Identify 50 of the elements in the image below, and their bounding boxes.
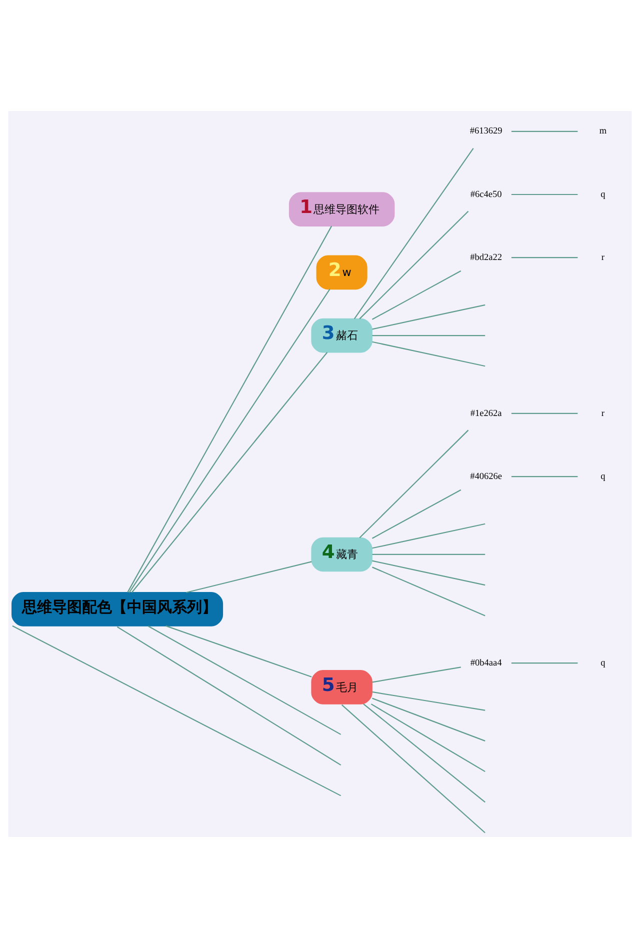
connector xyxy=(372,334,486,336)
node-text: #40626e xyxy=(470,471,502,482)
node-text: #0b4aa4 xyxy=(470,658,502,668)
connector xyxy=(372,566,486,616)
connector xyxy=(372,304,486,330)
connector xyxy=(372,522,486,548)
connector xyxy=(370,703,486,772)
connector xyxy=(372,340,486,366)
connector xyxy=(511,662,578,664)
connector xyxy=(128,288,330,592)
connector xyxy=(359,210,469,319)
node-text: #1e262a xyxy=(470,408,502,418)
connector xyxy=(372,697,486,741)
connector xyxy=(186,560,312,593)
node-text: r xyxy=(601,252,605,262)
node-box: 思维导图配色【中国风系列】 xyxy=(12,592,224,626)
connector xyxy=(166,624,312,677)
connector xyxy=(511,193,578,195)
node-box: 1思维导图软件 xyxy=(288,192,395,226)
node-text: q xyxy=(600,658,606,668)
node-text: q xyxy=(600,189,606,200)
connector xyxy=(511,256,578,258)
connector xyxy=(354,148,474,319)
connector xyxy=(511,412,578,414)
connector xyxy=(116,626,342,766)
connector xyxy=(341,704,486,833)
connector xyxy=(363,702,486,802)
node-text: m xyxy=(599,126,607,136)
connector xyxy=(148,625,342,734)
connector xyxy=(372,666,461,682)
connector xyxy=(372,690,486,710)
node-text: q xyxy=(600,471,606,482)
connector xyxy=(372,270,462,320)
connector xyxy=(511,476,578,477)
connector xyxy=(127,225,332,592)
node-text: #6c4e50 xyxy=(470,189,502,200)
connector xyxy=(511,130,578,132)
connector xyxy=(359,429,469,538)
connector xyxy=(372,560,486,586)
node-box: 4藏青 xyxy=(311,536,372,572)
node-text: #bd2a22 xyxy=(470,252,502,262)
node-text: r xyxy=(601,408,605,418)
connector xyxy=(372,553,486,555)
node-box: 2 w xyxy=(316,254,368,290)
connector xyxy=(372,488,462,538)
node-box: 5 毛月 xyxy=(311,670,372,704)
connector xyxy=(12,624,342,796)
node-text: #613629 xyxy=(470,126,502,136)
connector xyxy=(131,352,328,592)
node-box: 3 赭石 xyxy=(311,318,372,352)
